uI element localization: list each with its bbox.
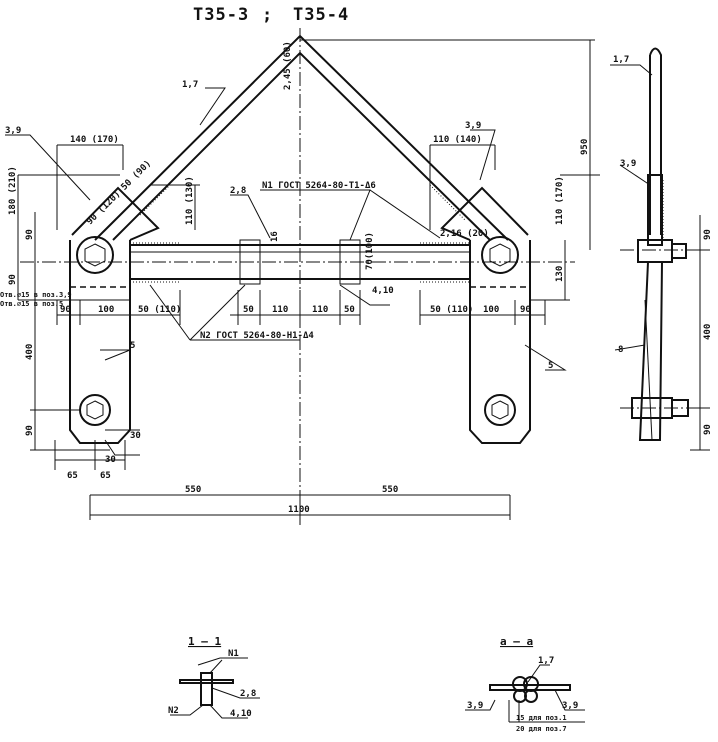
dim-label: 110 (130) [185,176,195,225]
dim-label: 2,16 (20) [440,229,489,239]
pos-label: 4,10 [372,286,394,296]
bolt-icon [481,236,519,274]
weld-note-n2: N2 ГОСТ 5264-80-Н1-Δ4 [200,331,314,341]
dim-label: 2,45 (60) [283,41,293,90]
dim-label: 30 [105,455,116,465]
dim-label: 90 [60,305,71,315]
dim-label: 90 [25,425,35,436]
dim-label: 110 [312,305,328,315]
pos-label: 3,9 [5,126,21,136]
section-1-1: 1 – 1 N1 2,8 N2 4,10 [168,635,260,719]
dim-label: 180 (210) [8,166,18,215]
dim-label: 50 (110) [138,305,181,315]
dim-label: 110 [272,305,288,315]
left-strip [69,236,131,444]
pos-label: 3,9 [465,121,481,131]
title-left: Т35-3 [193,5,249,25]
dim-label: 950 [580,139,590,155]
dim-label: 50 [344,305,355,315]
dim-label: 100 [483,305,499,315]
section-label: 4,10 [230,709,252,719]
dim-label: 550 [382,485,398,495]
dimension-lines [17,39,600,520]
side-view: 1,7 3,9 8 90 400 90 [610,47,713,451]
section-label: 2,8 [240,689,256,699]
dim-label: 30 [130,431,141,441]
dim-label: 110 (170) [555,176,565,225]
dim-label: 110 (140) [433,135,482,145]
section-label: N1 [228,649,239,659]
dim-label: 50 (110) [430,305,473,315]
dim-label: 130 [555,266,565,282]
section-label: 1,7 [538,656,554,666]
bolt-icon [76,236,114,274]
drawing-title: Т35-3 ; Т35-4 [193,5,349,25]
section-label: 3,9 [562,701,578,711]
dim-label: 65 [67,471,78,481]
bolt-icon [79,394,111,426]
pos-label: 1,7 [182,80,198,90]
dim-label: 550 [185,485,201,495]
title-sep: ; [262,5,273,25]
bent-bar [94,34,509,241]
pos-label: 5 [130,341,135,351]
dim-label: 70(100) [365,232,375,270]
dim-label: 90 [520,305,531,315]
weld-note-n1: N1 ГОСТ 5264-80-Т1-Δ6 [262,181,376,191]
dim-label: 1100 [288,505,310,515]
leader-lines [5,87,567,371]
section-title: 1 – 1 [188,635,221,648]
dim-label: 65 [100,471,111,481]
title-right: Т35-4 [293,5,349,25]
section-label: N2 [168,706,179,716]
right-strip [469,236,531,444]
dim-label: 400 [25,344,35,360]
section-label: 3,9 [467,701,483,711]
section-title: а – а [500,635,533,648]
dim-label: 90 [703,229,713,240]
dim-label: 16 [270,231,280,242]
dim-label: 90 [8,274,18,285]
hole-note-39: Отв.⌀15 в поз.3,9 [0,291,72,299]
section-note: 15 для поз.1 [516,714,567,722]
bolt-icon [484,394,516,426]
gusset-left [71,186,160,241]
dim-label: 100 [98,305,114,315]
pos-label: 2,8 [230,186,246,196]
section-a-a: а – а 1,7 3,9 3,9 15 для поз.1 20 для по… [465,635,585,733]
hole-note-5: Отв.⌀15 в поз.5 [0,300,63,308]
section-note: 20 для поз.7 [516,725,567,733]
dim-label: 50 [243,305,254,315]
side-pos-label: 8 [618,345,623,355]
side-pos-label: 3,9 [620,159,636,169]
dim-label: 400 [703,324,713,340]
pos-label: 5 [548,361,553,371]
dim-label: 90 [703,424,713,435]
side-pos-label: 1,7 [613,55,629,65]
dim-label: 140 (170) [70,135,119,145]
dim-label: 90 [25,229,35,240]
gusset-right [440,186,529,241]
